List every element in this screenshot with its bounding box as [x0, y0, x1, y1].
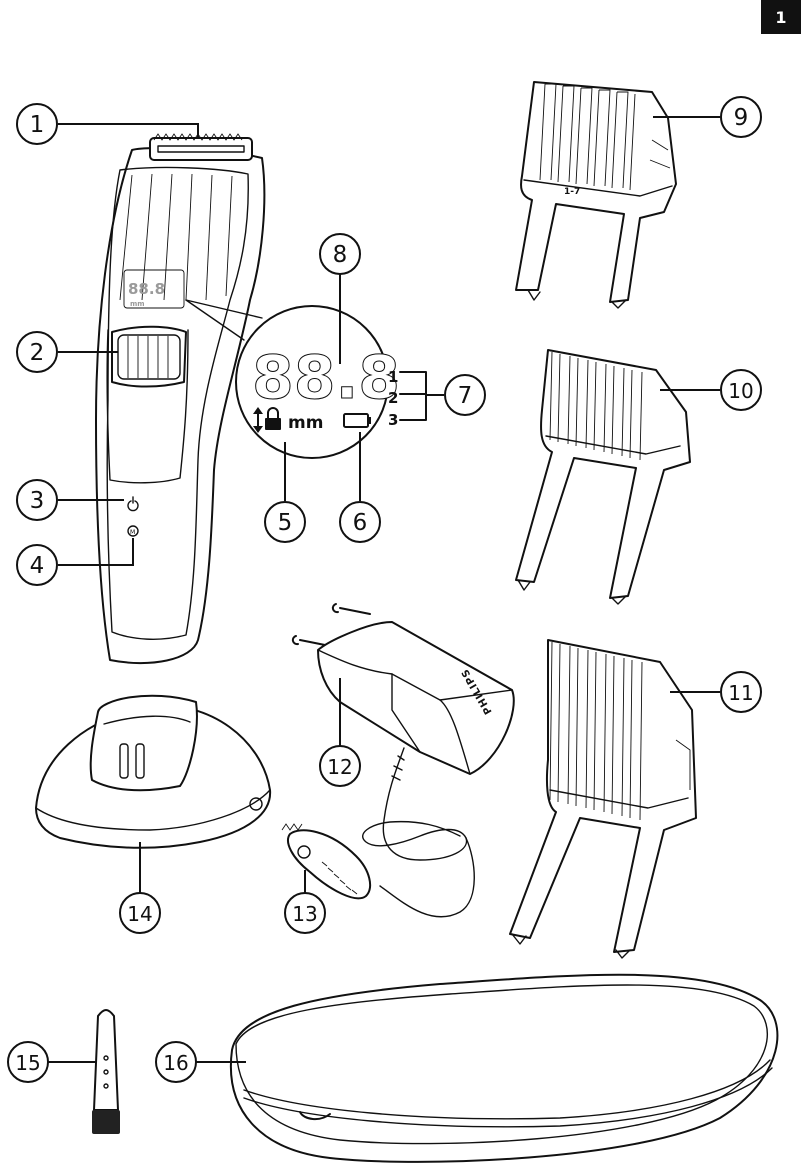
callout-6: 6 — [339, 501, 381, 543]
speed-level-1: 1 — [388, 368, 398, 386]
svg-text:12: 12 — [327, 755, 352, 779]
display-digits: 88.8 — [252, 343, 400, 413]
speed-level-2: 2 — [388, 389, 398, 407]
callout-13: 13 — [284, 892, 326, 934]
callout-15: 15 — [7, 1041, 49, 1083]
leader-lines — [48, 116, 720, 1063]
precision-trimmer — [281, 823, 372, 900]
svg-text:M: M — [130, 529, 135, 536]
svg-text:mm: mm — [130, 300, 145, 308]
svg-text:2: 2 — [30, 340, 45, 366]
svg-text:15: 15 — [15, 1051, 40, 1075]
svg-text:11: 11 — [728, 681, 753, 705]
power-button — [127, 496, 139, 512]
svg-text:6: 6 — [353, 510, 368, 536]
callout-1: 1 — [16, 103, 58, 145]
comb-11 — [509, 639, 697, 959]
callout-4: 4 — [16, 544, 58, 586]
storage-pouch — [229, 973, 779, 1163]
svg-text:7: 7 — [458, 383, 473, 409]
svg-text:8: 8 — [333, 242, 348, 268]
svg-text:13: 13 — [292, 902, 317, 926]
svg-text:1: 1 — [30, 112, 45, 138]
svg-text:5: 5 — [278, 510, 293, 536]
zoom-wheel — [106, 325, 189, 484]
speed-level-3: 3 — [388, 411, 398, 429]
callout-14: 14 — [119, 892, 161, 934]
callout-7: 7 — [444, 374, 486, 416]
callout-9: 9 — [720, 96, 762, 138]
lock-icon — [253, 407, 281, 433]
page-number: 1 — [761, 0, 801, 34]
callout-5: 5 — [264, 501, 306, 543]
display-unit: mm — [288, 413, 323, 433]
svg-text:88.8: 88.8 — [128, 280, 165, 298]
svg-text:14: 14 — [127, 902, 152, 926]
callout-10: 10 — [720, 369, 762, 411]
svg-text:3: 3 — [30, 488, 45, 514]
callout-8: 8 — [319, 233, 361, 275]
callout-12: 12 — [319, 745, 361, 787]
battery-icon — [343, 413, 371, 428]
svg-text:4: 4 — [30, 553, 45, 579]
mode-button: M — [127, 525, 139, 537]
comb-length-label: 1-7 — [564, 187, 580, 197]
comb-9: 1-7 — [515, 81, 677, 309]
body-display: 88.8 mm — [123, 269, 185, 309]
callout-16: 16 — [155, 1041, 197, 1083]
callout-11: 11 — [720, 671, 762, 713]
callout-2: 2 — [16, 331, 58, 373]
svg-text:10: 10 — [728, 379, 753, 403]
comb-10 — [515, 349, 691, 605]
charging-stand — [35, 694, 272, 849]
callout-3: 3 — [16, 479, 58, 521]
svg-text:9: 9 — [734, 105, 749, 131]
cleaning-brush — [92, 1009, 120, 1134]
svg-text:16: 16 — [163, 1051, 188, 1075]
display-zoom: 88.8 1 2 3 mm — [185, 299, 427, 459]
clipper: 88.8 mm M — [95, 133, 266, 665]
power-adapter: PHILIPS — [291, 603, 515, 918]
